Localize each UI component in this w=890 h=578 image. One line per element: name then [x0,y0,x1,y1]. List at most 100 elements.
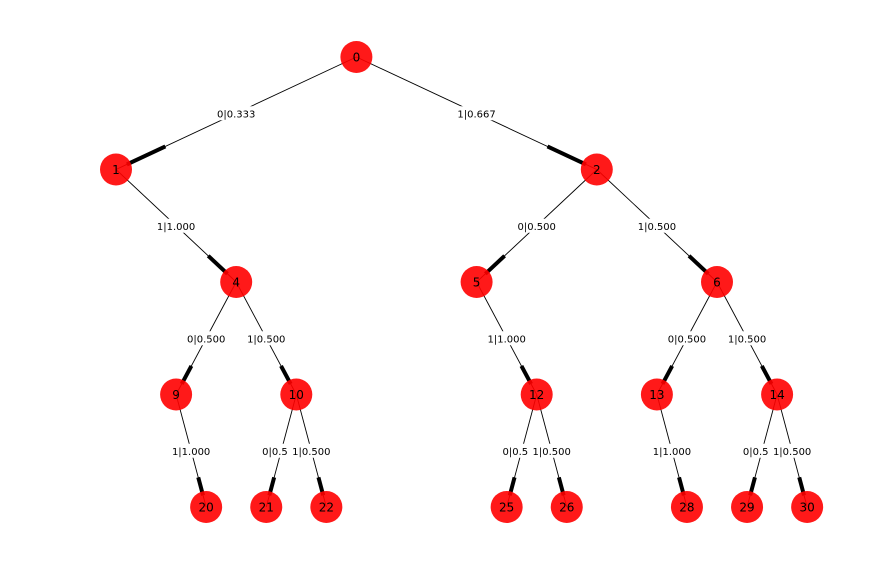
node-circle [100,153,132,186]
node-circle [310,491,343,523]
edge-label: 1|0.667 [452,106,501,121]
node-circle [701,266,733,298]
edge-label: 0|0.500 [513,218,561,233]
edge-label-text: 1|0.667 [457,109,495,120]
tree-node: 10 [280,378,313,411]
node-label: 2 [593,163,601,177]
tree-node: 2 [580,153,613,186]
edge-label: 1|0.500 [723,331,771,346]
tree-node: 22 [310,491,343,523]
node-label: 26 [559,501,574,515]
node-circle [761,378,794,411]
edge-label-text: 1|0.500 [247,334,285,345]
node-circle [490,491,523,523]
edge-label-background [152,218,200,233]
node-circle [791,491,824,523]
tree-node: 5 [460,266,493,298]
tree-node: 6 [701,266,733,298]
edge-label: 1|0.500 [287,443,336,458]
node-circle [520,378,553,411]
edge-label-text: 1|1.000 [653,447,691,458]
arrow-head [687,254,710,276]
node-label: 5 [473,276,481,290]
edge-label-background [528,443,576,458]
arrow-head [206,254,229,276]
edge-label-background [648,443,696,458]
tree-node: 30 [791,491,824,523]
edge-label-text: 1|0.500 [773,447,811,458]
edge-label-background [182,331,230,346]
node-circle [190,491,223,523]
edge-label-text: 1|1.000 [487,334,525,345]
node-circle [250,491,283,523]
node-label: 6 [713,276,721,290]
node-circle [640,378,673,411]
tree-node: 4 [220,266,253,298]
arrow-head [483,254,506,276]
edge-label-background [452,106,501,121]
edge-label: 1|0.500 [633,218,681,233]
edge-label-text: 1|0.500 [728,334,766,345]
edge-label-background [212,106,260,121]
node-label: 1 [112,163,120,177]
edge-label: 1|0.500 [768,443,816,458]
edge-label-text: 1|1.000 [157,222,195,233]
edge-label-text: 1|0.500 [292,447,330,458]
node-label: 21 [259,501,274,515]
tree-node: 12 [520,378,553,411]
node-label: 30 [800,501,815,515]
tree-node: 13 [640,378,673,411]
edge-label-background [167,443,215,458]
edge-label-text: 0|0.500 [502,447,540,458]
node-label: 22 [319,501,334,515]
edge-label: 1|1.000 [167,443,215,458]
node-circle [460,266,493,298]
tree-node: 0 [340,41,373,73]
tree-node: 29 [731,491,764,523]
edge-label-text: 0|0.500 [743,447,781,458]
node-circle [340,41,373,73]
edge-label: 1|0.500 [242,331,290,346]
edge-label-background [633,218,681,233]
tree-node: 21 [250,491,283,523]
node-label: 4 [232,276,240,290]
edge-label-text: 0|0.500 [262,447,300,458]
edge-label-text: 0|0.500 [187,334,225,345]
node-label: 13 [649,388,664,402]
node-circle [550,491,583,523]
edge-label-background [663,331,711,346]
node-label: 29 [739,501,754,515]
edge-label-text: 0|0.500 [668,334,706,345]
node-circle [160,378,193,411]
edge-label: 0|0.500 [663,331,711,346]
edge-label: 1|1.000 [482,331,531,346]
arrow-head [546,144,587,167]
tree-node: 14 [761,378,794,411]
node-label: 20 [199,501,214,515]
edge-label-text: 0|0.500 [518,222,556,233]
tree-node: 26 [550,491,583,523]
node-label: 14 [769,388,784,402]
edge-label-background [768,443,816,458]
tree-node: 9 [160,378,193,411]
edge-label: 1|0.500 [528,443,576,458]
node-label: 9 [172,388,180,402]
edge-label-background [513,218,561,233]
edge-label-text: 1|0.500 [638,222,676,233]
node-circle [731,491,764,523]
node-label: 28 [679,501,694,515]
node-circle [580,153,613,186]
node-circle [670,491,703,523]
tree-node: 20 [190,491,223,523]
node-label: 10 [289,388,304,402]
edge-label-text: 1|0.500 [533,447,571,458]
edge-label-background [287,443,336,458]
tree-node: 1 [100,153,132,186]
node-label: 0 [353,51,361,65]
tree-node: 28 [670,491,703,523]
node-label: 25 [499,501,514,515]
edge-label-background [723,331,771,346]
